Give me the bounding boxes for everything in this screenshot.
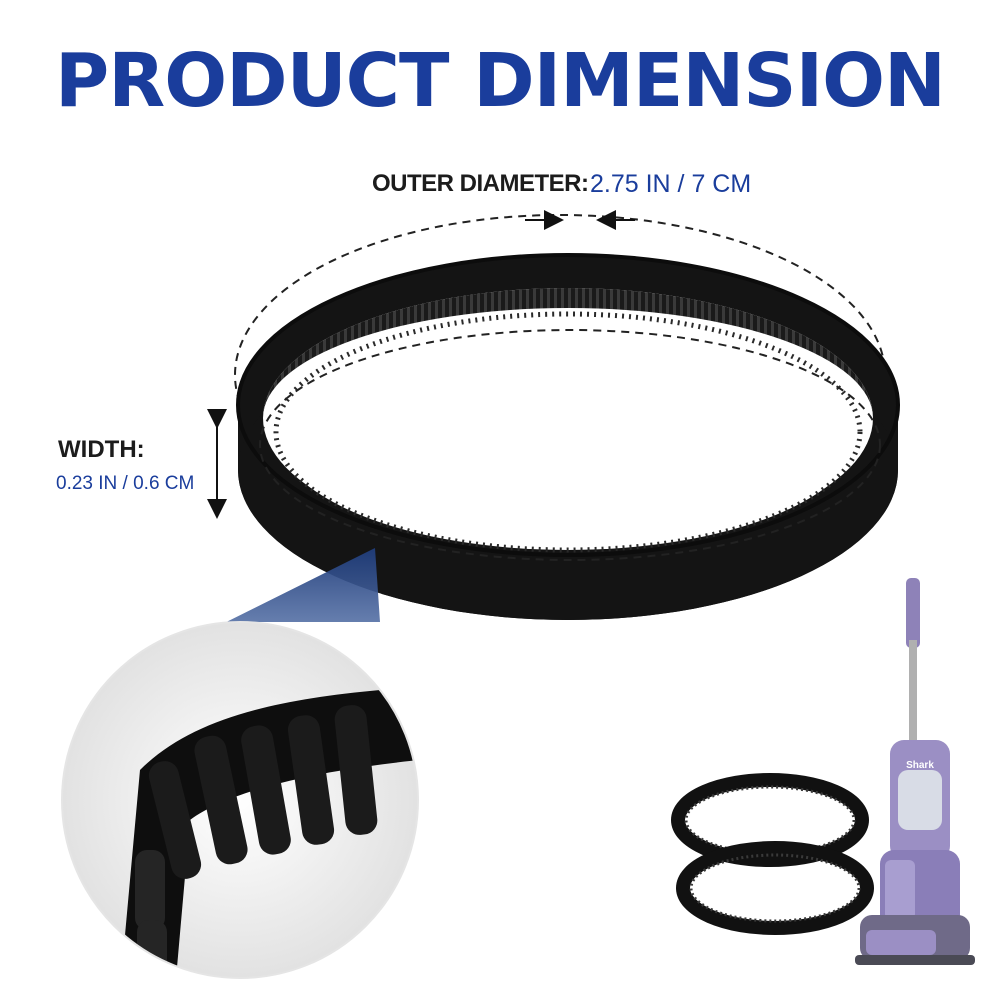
width-label: WIDTH: [58, 436, 145, 463]
outer-diameter-label: OUTER DIAMETER: [372, 170, 589, 197]
width-value: 0.23 IN / 0.6 CM [56, 473, 195, 494]
spare-belts [671, 773, 874, 935]
outer-diameter-value: 2.75 IN / 7 CM [590, 170, 752, 198]
page-title: PRODUCT DIMENSION [55, 38, 946, 124]
vacuum-logo: Shark [906, 760, 934, 771]
belt-teeth-closeup [61, 621, 419, 979]
main-belt [236, 253, 900, 620]
vacuum-cleaner [855, 578, 975, 965]
